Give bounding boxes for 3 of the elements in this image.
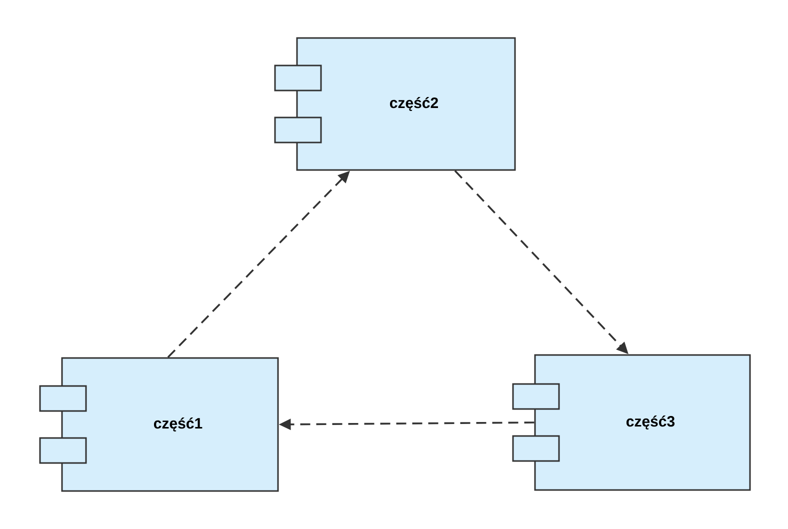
- component-box: część1: [39, 357, 279, 492]
- component-box: część2: [274, 37, 516, 171]
- component-box: część3: [512, 354, 751, 491]
